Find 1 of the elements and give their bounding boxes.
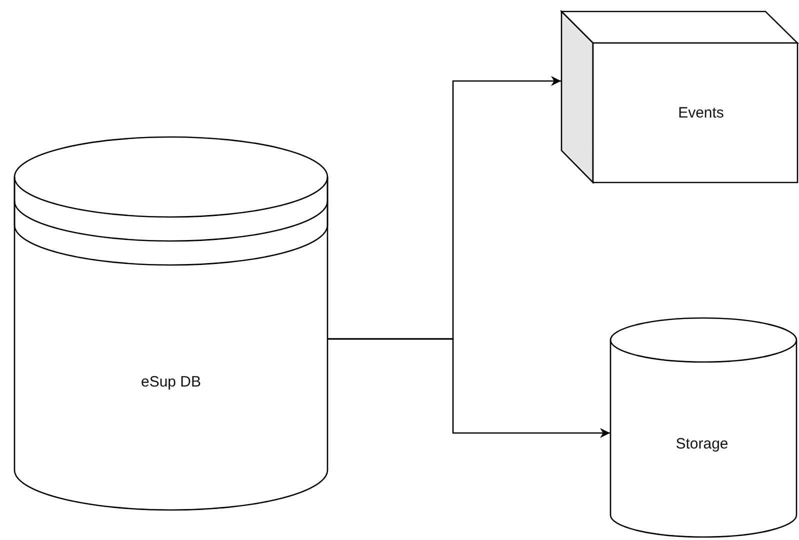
connector-arrow: [328, 338, 610, 438]
